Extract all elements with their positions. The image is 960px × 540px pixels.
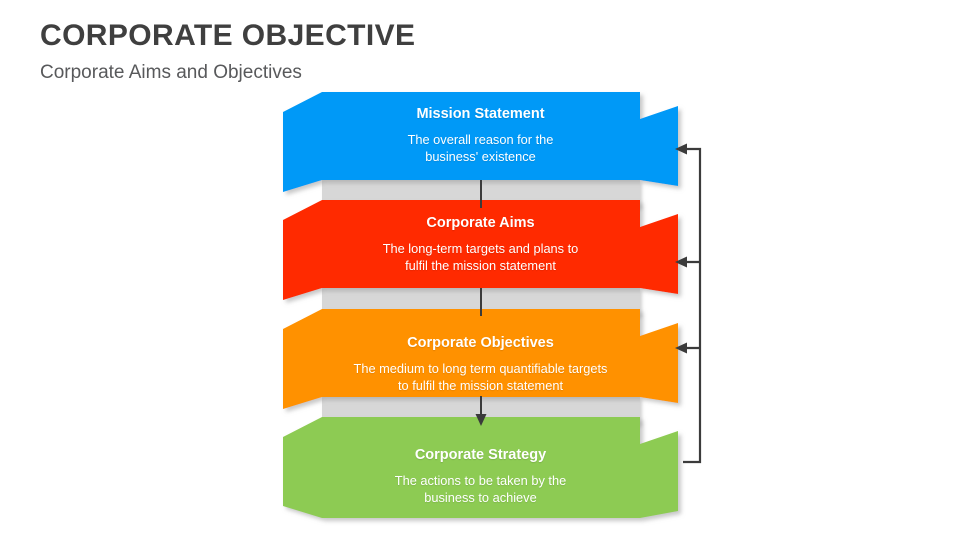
- arrowhead-to-objectives: [675, 342, 687, 354]
- band-shape-corporate-strategy[interactable]: [283, 417, 678, 518]
- feedback-loop: [683, 147, 702, 464]
- band-shape-mission-statement[interactable]: [283, 92, 678, 192]
- ribbon-bands: [283, 92, 678, 518]
- slide-header: CORPORATE OBJECTIVE Corporate Aims and O…: [40, 18, 740, 86]
- band-shape-corporate-objectives[interactable]: [283, 309, 678, 409]
- page-subtitle: Corporate Aims and Objectives: [40, 62, 302, 83]
- page-title: CORPORATE OBJECTIVE: [40, 19, 416, 52]
- feedback-loop-path: [683, 147, 702, 464]
- arrowhead-to-mission: [675, 143, 687, 155]
- feedback-arrowheads: [675, 143, 687, 354]
- connector-marks: [475, 180, 487, 426]
- connector-arrow-objectives-strategy: [475, 396, 487, 426]
- band-shape-corporate-aims[interactable]: [283, 200, 678, 300]
- arrowhead-to-aims: [675, 256, 687, 268]
